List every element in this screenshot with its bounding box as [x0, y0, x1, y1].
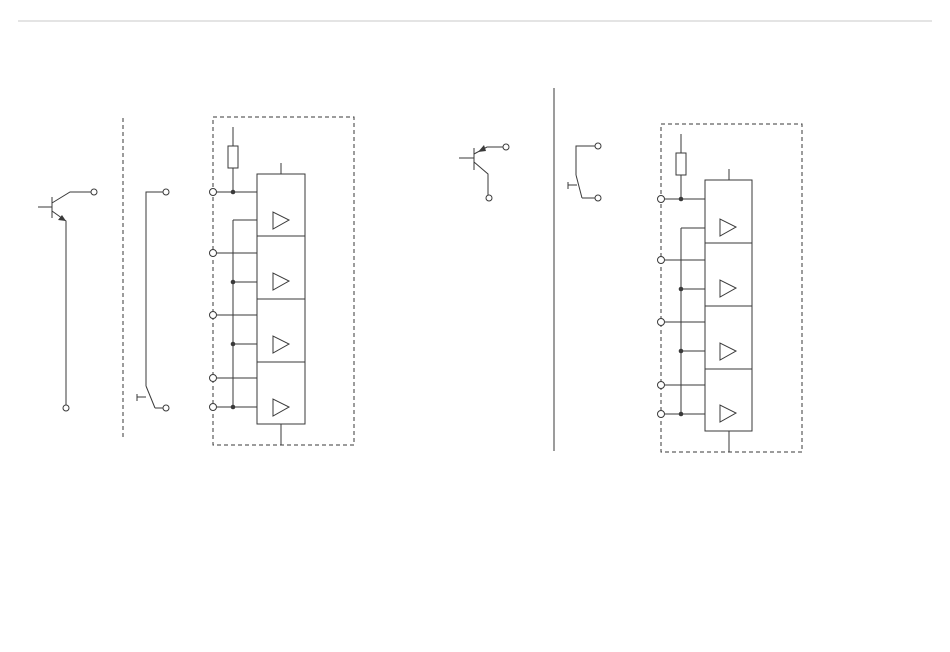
terminal-emitter: [63, 405, 69, 411]
right-panel: [459, 124, 802, 452]
junction-top: [231, 190, 236, 195]
channel-box: [705, 180, 752, 243]
terminal-switch-bottom: [163, 405, 169, 411]
channel-box: [257, 236, 305, 299]
terminal-emitter: [503, 144, 509, 150]
npn-transistor-source: [38, 189, 97, 411]
terminal-in-4: [658, 382, 665, 389]
junction: [679, 349, 684, 354]
switch-wire: [576, 146, 595, 175]
channel-box: [257, 299, 305, 362]
switch-source: [568, 143, 601, 201]
terminal-in-4: [210, 375, 217, 382]
transistor-collector: [52, 192, 91, 203]
channel-2: [705, 243, 752, 306]
pullup-resistor: [676, 153, 686, 175]
channel-box: [705, 243, 752, 306]
channel-3: [257, 299, 305, 362]
channel-box: [705, 369, 752, 431]
channel-4: [257, 362, 305, 424]
input-module: [658, 124, 803, 452]
switch-blade: [576, 175, 582, 198]
junction: [679, 412, 684, 417]
input-module: [210, 117, 355, 445]
junction: [231, 405, 236, 410]
terminal-switch-top: [163, 189, 169, 195]
channel-box: [705, 306, 752, 369]
emitter-arrow-icon: [478, 145, 486, 152]
junction: [231, 342, 236, 347]
terminal-collector: [91, 189, 97, 195]
pullup-resistor: [228, 146, 238, 168]
channel-box: [257, 174, 305, 236]
terminal-collector: [486, 195, 492, 201]
terminal-in-2: [210, 250, 217, 257]
terminal-in-2: [658, 257, 665, 264]
junction: [231, 280, 236, 285]
channel-1: [705, 180, 752, 243]
channel-3: [705, 306, 752, 369]
transistor-emitter: [474, 147, 503, 154]
terminal-in-1: [658, 196, 665, 203]
switch-blade: [146, 386, 155, 408]
left-panel: [38, 117, 354, 445]
pnp-transistor-source: [459, 144, 509, 201]
channel-2: [257, 236, 305, 299]
channel-4: [705, 369, 752, 431]
transistor-collector: [474, 162, 488, 195]
channel-box: [257, 362, 305, 424]
terminal-in-3: [210, 312, 217, 319]
terminal-switch-bottom: [595, 195, 601, 201]
terminal-switch-top: [595, 143, 601, 149]
channel-1: [257, 174, 305, 236]
switch-source: [137, 189, 169, 411]
terminal-in-1: [210, 189, 217, 196]
terminal-in-3: [658, 319, 665, 326]
transistor-emitter: [52, 211, 66, 405]
terminal-common: [658, 411, 665, 418]
switch-wire: [146, 192, 163, 386]
junction: [679, 287, 684, 292]
terminal-common: [210, 404, 217, 411]
junction-top: [679, 197, 684, 202]
